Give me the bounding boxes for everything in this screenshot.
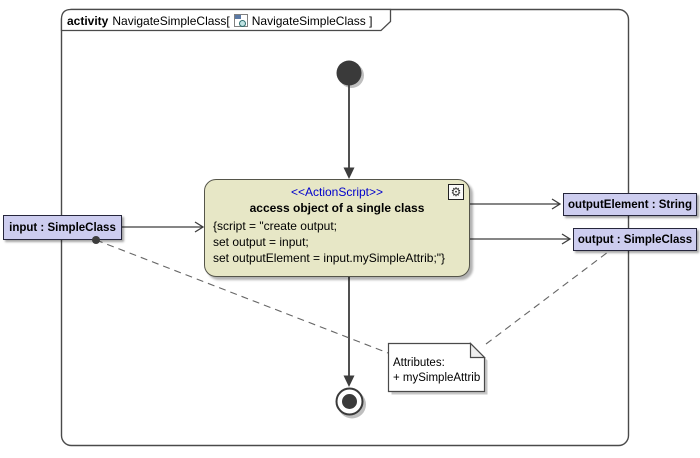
initial-node[interactable]	[336, 60, 362, 86]
action-node[interactable]: ⚙ <<ActionScript>> access object of a si…	[204, 179, 470, 277]
note-shape[interactable]	[387, 342, 486, 393]
note-anchor-dashed-right[interactable]	[485, 251, 609, 345]
frame-diagram-name: NavigateSimpleClass ]	[251, 13, 373, 28]
action-name: access object of a single class	[249, 201, 425, 215]
script-line: set output = input;	[213, 235, 309, 249]
frame-title-pentagon[interactable]	[60, 8, 392, 32]
output-element-pin-label: outputElement : String	[568, 198, 692, 211]
note-line: Attributes:	[393, 357, 445, 369]
arrowhead-into-final	[343, 375, 355, 387]
open-arrowhead-input	[194, 221, 205, 233]
note-anchor-dot	[92, 236, 100, 244]
frame-title[interactable]: activity NavigateSimpleClass[ NavigateSi…	[67, 11, 372, 30]
note-line: + mySimpleAttrib	[393, 372, 481, 384]
open-arrowhead-outputelement	[551, 198, 562, 210]
output-element-pin[interactable]: outputElement : String	[563, 193, 697, 216]
arrowhead-into-action	[343, 167, 355, 179]
final-node-inner-circle	[342, 394, 357, 409]
activity-diagram-icon	[233, 14, 248, 27]
open-arrowhead-output	[561, 233, 572, 245]
input-pin-label: input : SimpleClass	[9, 221, 116, 234]
output-pin[interactable]: output : SimpleClass	[573, 228, 697, 251]
action-script-body: {script = "create output; set output = i…	[205, 218, 469, 266]
script-line: {script = "create output;	[213, 219, 337, 233]
note-fold-corner	[469, 342, 486, 359]
output-pin-label: output : SimpleClass	[577, 233, 693, 246]
note-anchor-dashed-left[interactable]	[95, 239, 389, 354]
input-pin[interactable]: input : SimpleClass	[3, 215, 122, 240]
action-stereotype: <<ActionScript>>	[290, 185, 384, 199]
frame-name: NavigateSimpleClass[	[112, 13, 230, 28]
note-text[interactable]: Attributes: + mySimpleAttrib	[393, 356, 485, 386]
behavior-gear-icon: ⚙	[448, 184, 464, 200]
frame-keyword: activity	[67, 13, 109, 28]
script-line: set outputElement = input.mySimpleAttrib…	[213, 251, 446, 265]
